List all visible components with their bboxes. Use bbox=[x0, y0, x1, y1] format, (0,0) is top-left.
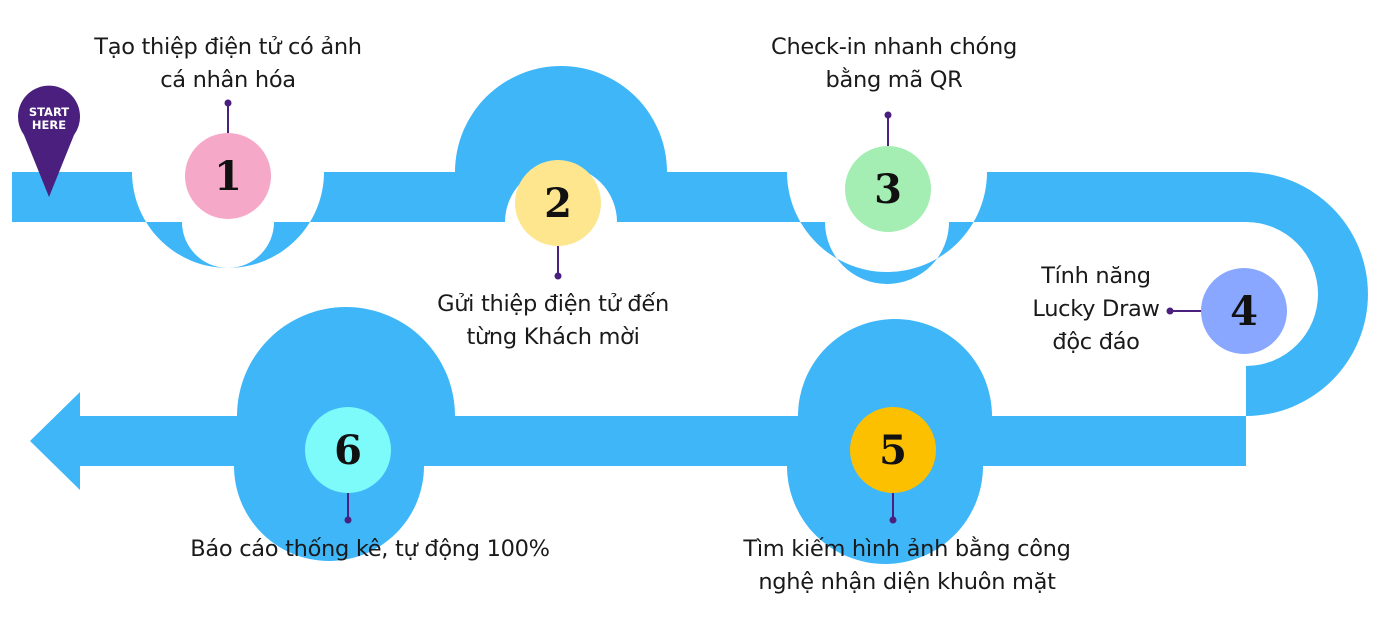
step-number-4: 4 bbox=[1230, 288, 1258, 335]
step-circle-3 bbox=[845, 146, 931, 232]
step-2-label-line-1: Gửi thiệp điện tử đến bbox=[437, 291, 669, 317]
road-lower bbox=[30, 307, 1246, 564]
step-3-label: Check-in nhanh chóng bằng mã QR bbox=[771, 31, 1017, 97]
step-2: 2 bbox=[515, 160, 601, 246]
step-number-6: 6 bbox=[334, 427, 362, 474]
connector-dot-3 bbox=[884, 111, 892, 119]
connector-dot-2 bbox=[554, 272, 562, 280]
step-number-3: 3 bbox=[874, 166, 902, 213]
step-circle-6 bbox=[305, 407, 391, 493]
step-circle-1 bbox=[185, 133, 271, 219]
start-here-marker: START HERE bbox=[17, 85, 80, 197]
step-5-label-line-1: Tìm kiếm hình ảnh bằng công bbox=[743, 536, 1071, 562]
step-3-label-line-2: bằng mã QR bbox=[825, 67, 963, 93]
location-pin-icon bbox=[17, 85, 80, 197]
connector-dot-6 bbox=[344, 516, 352, 524]
step-number-2: 2 bbox=[544, 180, 572, 227]
step-4-label: Tính năng Lucky Draw độc đáo bbox=[1032, 260, 1160, 359]
step-6-label-line-1: Báo cáo thống kê, tự động 100% bbox=[190, 536, 550, 562]
step-2-label: Gửi thiệp điện tử đến từng Khách mời bbox=[437, 288, 669, 354]
step-5-label-line-2: nghệ nhận diện khuôn mặt bbox=[758, 569, 1056, 595]
step-circle-5 bbox=[850, 407, 936, 493]
step-3-label-line-1: Check-in nhanh chóng bbox=[771, 34, 1017, 60]
step-1-label-line-2: cá nhân hóa bbox=[160, 67, 296, 93]
step-4-label-line-1: Tính năng bbox=[1041, 263, 1151, 289]
step-6: 6 bbox=[305, 407, 391, 493]
step-4-label-line-2: Lucky Draw bbox=[1032, 296, 1160, 322]
connectors bbox=[224, 99, 1202, 524]
step-5-label: Tìm kiếm hình ảnh bằng công nghệ nhận di… bbox=[743, 533, 1071, 599]
step-circle-2 bbox=[515, 160, 601, 246]
step-1-label: Tạo thiệp điện tử có ảnh cá nhân hóa bbox=[94, 31, 362, 97]
connector-dot-1 bbox=[224, 99, 232, 107]
connector-dot-4 bbox=[1166, 307, 1174, 315]
step-4-label-line-3: độc đáo bbox=[1052, 329, 1140, 355]
road-upper bbox=[12, 66, 1368, 416]
step-5: 5 bbox=[850, 407, 936, 493]
connector-dot-5 bbox=[889, 516, 897, 524]
marker-line-2: HERE bbox=[32, 118, 66, 132]
step-2-label-line-2: từng Khách mời bbox=[466, 324, 640, 350]
step-number-1: 1 bbox=[214, 153, 242, 200]
marker-line-1: START bbox=[29, 105, 69, 119]
step-circle-4 bbox=[1201, 268, 1287, 354]
step-number-5: 5 bbox=[879, 427, 907, 474]
step-1-label-line-1: Tạo thiệp điện tử có ảnh bbox=[94, 34, 362, 60]
step-6-label: Báo cáo thống kê, tự động 100% bbox=[190, 533, 550, 566]
step-1: 1 bbox=[185, 133, 271, 219]
step-3: 3 bbox=[845, 146, 931, 232]
step-4: 4 bbox=[1201, 268, 1287, 354]
